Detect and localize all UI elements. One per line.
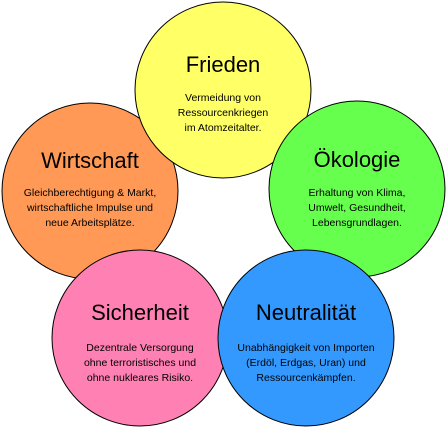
circle-oekologie: Ökologie Erhaltung von Klima, Umwelt, Ge…: [268, 100, 446, 278]
circle-neutralitaet-line-2: (Erdöl, Erdgas, Uran) und: [246, 357, 366, 369]
circle-wirtschaft-title: Wirtschaft: [41, 148, 139, 173]
circle-neutralitaet-line-1: Unabhängigkeit von Importen: [237, 342, 374, 354]
circle-sicherheit: Sicherheit Dezentrale Versorgung ohne te…: [51, 249, 229, 427]
circle-neutralitaet-shape: [217, 249, 395, 427]
circle-neutralitaet: Neutralität Unabhängigkeit von Importen …: [217, 249, 395, 427]
circle-frieden-title: Frieden: [186, 52, 261, 77]
circle-neutralitaet-line-3: Ressourcenkämpfen.: [256, 372, 355, 384]
circle-neutralitaet-title: Neutralität: [256, 300, 356, 325]
circle-wirtschaft-line-3: neue Arbeitsplätze.: [45, 217, 134, 229]
circle-frieden-shape: [134, 1, 312, 179]
circle-sicherheit-line-1: Dezentrale Versorgung: [86, 342, 194, 354]
circle-wirtschaft-line-1: Gleichberechtigung & Markt,: [24, 187, 156, 199]
circle-wirtschaft-line-2: wirtschaftliche Impulse und: [26, 202, 153, 214]
circle-oekologie-line-1: Erhaltung von Klima,: [309, 187, 406, 199]
circle-frieden-line-2: Ressourcenkriegen: [178, 107, 269, 119]
circle-frieden: Frieden Vermeidung von Ressourcenkriegen…: [134, 1, 312, 179]
circle-oekologie-line-2: Umwelt, Gesundheit,: [308, 202, 405, 214]
circle-sicherheit-line-2: ohne terroristisches und: [84, 357, 196, 369]
circle-frieden-line-3: im Atomzeitalter.: [184, 122, 261, 134]
circle-sicherheit-title: Sicherheit: [91, 300, 189, 325]
circle-oekologie-title: Ökologie: [314, 147, 401, 172]
circle-oekologie-line-3: Lebensgrundlagen.: [312, 217, 402, 229]
circle-sicherheit-shape: [51, 249, 229, 427]
circle-wirtschaft: Wirtschaft Gleichberechtigung & Markt, w…: [1, 102, 179, 280]
circle-frieden-line-1: Vermeidung von: [185, 92, 261, 104]
circle-sicherheit-line-3: ohne nukleares Risiko.: [87, 372, 193, 384]
